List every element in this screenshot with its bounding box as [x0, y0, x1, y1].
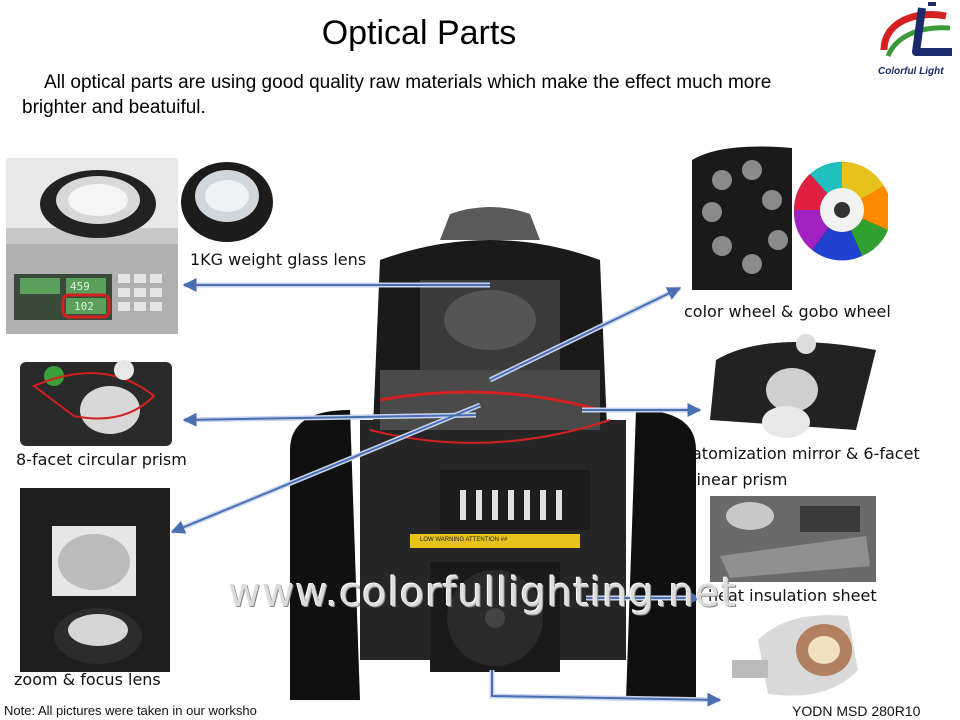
label-atomization-line2: linear prism — [692, 470, 788, 489]
footer-note: Note: All pictures were taken in our wor… — [4, 703, 257, 718]
label-glass-lens: 1KG weight glass lens — [190, 250, 367, 269]
heat-sheet-photo — [710, 496, 876, 582]
watermark: www.colorfullighting.net — [228, 570, 738, 616]
label-heat-sheet: heat insulation sheet — [708, 586, 877, 605]
scale-photo — [6, 158, 178, 334]
colorful-light-logo — [876, 2, 960, 84]
lamp-model: YODN MSD 280R10 — [792, 703, 921, 719]
scale-display-bottom: 102 — [74, 300, 94, 313]
warning-strip: LOW WARNING ATTENTION ## — [420, 537, 508, 543]
moving-head-photo — [290, 200, 696, 712]
lamp-photo — [728, 610, 864, 710]
label-zoom-focus: zoom & focus lens — [14, 670, 161, 689]
label-atomization-line1: atomization mirror & 6-facet — [692, 444, 920, 463]
scale-display-top: 459 — [70, 280, 90, 293]
logo-brand-text: Colorful Light — [878, 66, 944, 77]
circular-prism-photo — [14, 356, 178, 450]
label-circular-prism: 8-facet circular prism — [16, 450, 187, 469]
intro-text: All optical parts are using good quality… — [22, 72, 772, 118]
zoom-focus-photo — [16, 486, 176, 674]
color-gobo-wheel-photo — [682, 140, 888, 300]
label-color-gobo: color wheel & gobo wheel — [684, 302, 891, 321]
glass-lens-photo — [178, 152, 276, 246]
page-title: Optical Parts — [321, 14, 517, 52]
atomization-prism-photo — [706, 330, 882, 440]
